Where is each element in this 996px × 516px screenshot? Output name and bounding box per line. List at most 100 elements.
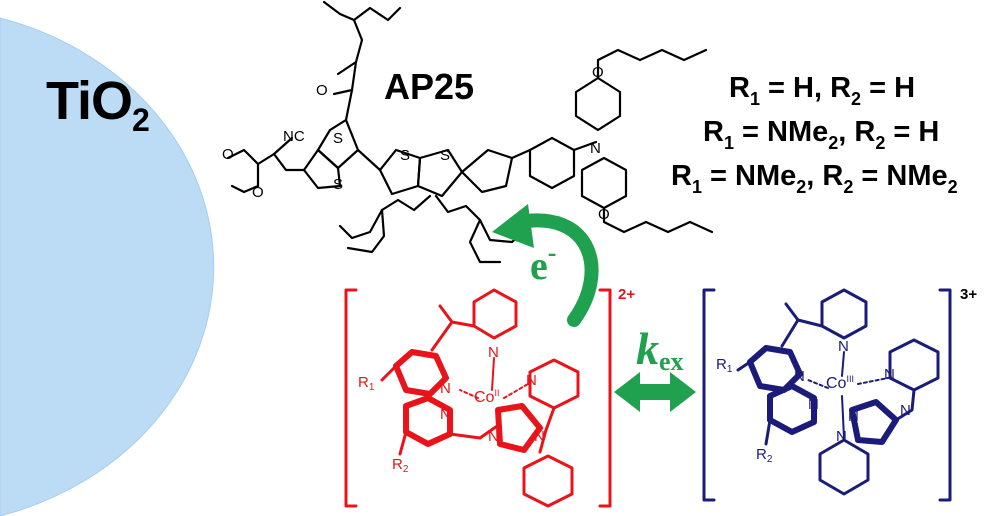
co-ii-atom-n-right: N bbox=[526, 372, 537, 389]
navy-bracket-left bbox=[702, 288, 716, 502]
substituent-line-2: R1 = NMe2, R2 = H bbox=[703, 116, 940, 153]
ap25-ketone-co bbox=[332, 88, 354, 96]
ap25-hexyloxy-a bbox=[596, 48, 708, 80]
ap25-ester-b bbox=[230, 184, 260, 194]
substituent-line-1: R1 = H, R2 = H bbox=[729, 72, 916, 109]
ap25-cyano bbox=[272, 136, 294, 156]
ap25-atom-nc: NC bbox=[283, 128, 305, 145]
co-ii-atom-n-left: N bbox=[440, 380, 451, 397]
ap25-phenyl-a bbox=[528, 136, 576, 190]
co-ii-link-down bbox=[538, 406, 556, 454]
co-ii-imidazole bbox=[495, 403, 543, 453]
co-ii-amine-link bbox=[448, 422, 502, 440]
co-ii-complex bbox=[380, 288, 580, 508]
ap25-lower-chain-d bbox=[468, 218, 502, 264]
co-iii-r2-bond bbox=[764, 418, 772, 446]
ap25-ketone-link bbox=[344, 88, 354, 122]
co-ii-atom-n-top: N bbox=[488, 344, 499, 361]
co-iii-co-n-top bbox=[841, 351, 845, 377]
co-iii-complex bbox=[736, 288, 940, 496]
ap25-ketone-bond bbox=[350, 60, 358, 92]
co-ii-pyridine-low bbox=[522, 454, 574, 508]
kex-label: kex bbox=[636, 323, 684, 376]
electron-transfer-arrow bbox=[513, 213, 599, 327]
co-ii-pyridine-left bbox=[393, 349, 449, 397]
ap25-atom-o-ester-b: O bbox=[252, 184, 264, 201]
co-ii-co-n-top bbox=[491, 357, 495, 391]
red-bracket-right bbox=[598, 288, 612, 508]
ap25-vinyl bbox=[272, 152, 306, 172]
co-ii-r2-bond bbox=[398, 430, 408, 456]
ap25-hexyloxy-b bbox=[602, 206, 714, 234]
ap25-cpdt-b bbox=[416, 148, 464, 198]
co-iii-atom-n-imidazole: N bbox=[848, 408, 859, 425]
ap25-atom-n-amine: N bbox=[590, 140, 601, 157]
co-iii-atom-n-low: N bbox=[836, 428, 847, 445]
co-ii-atom-n-imidazole: N bbox=[534, 428, 545, 445]
substituent-line-3: R1 = NMe2, R2 = NMe2 bbox=[671, 160, 958, 197]
electron-label: e- bbox=[530, 238, 557, 288]
co-iii-methine bbox=[780, 318, 824, 348]
ap25-thiophene-b bbox=[302, 148, 342, 190]
ap25-ester bbox=[226, 148, 276, 166]
co-iii-atom-n-right: N bbox=[884, 366, 895, 383]
co-iii-atom-n-left: N bbox=[794, 368, 805, 385]
co-ii-co-n-right bbox=[503, 383, 529, 399]
ap25-top-chain-b bbox=[322, 0, 356, 22]
kex-double-arrow bbox=[614, 372, 696, 412]
co-iii-pyridine-low bbox=[818, 438, 870, 496]
tio2-label: TiO2 bbox=[46, 71, 150, 138]
ap25-atom-s-a: S bbox=[333, 130, 344, 147]
co-iii-atom-n-amine: N bbox=[900, 402, 911, 419]
co-ii-r1-bond bbox=[380, 364, 398, 382]
co-ii-methyl bbox=[438, 304, 454, 324]
ap25-atom-o-ester-a: O bbox=[222, 146, 234, 163]
ap25-lower-chain-b bbox=[346, 208, 386, 254]
charge-2plus-label: 2+ bbox=[618, 286, 636, 303]
ap25-atom-o-ketone: O bbox=[316, 82, 328, 99]
co-iii-pyridine-left bbox=[747, 345, 803, 393]
co-iii-co-n-right bbox=[857, 377, 889, 385]
co-iii-metal-label: CoIII bbox=[826, 374, 854, 392]
ap25-atom-s-c: S bbox=[400, 147, 411, 164]
co-iii-r2-label: R2 bbox=[756, 446, 773, 465]
ap25-atom-s-b: S bbox=[333, 176, 344, 193]
tio2-particle bbox=[0, 17, 215, 516]
ap25-atom-s-d: S bbox=[440, 147, 451, 164]
co-iii-methyl bbox=[784, 302, 800, 322]
co-ii-pyridine-right bbox=[528, 358, 580, 410]
co-ii-r2-label: R2 bbox=[392, 456, 409, 475]
co-iii-pyridine-right bbox=[888, 338, 940, 392]
co-ii-pyridine-top bbox=[472, 288, 518, 340]
co-ii-metal-label: CoII bbox=[474, 388, 500, 406]
co-iii-r1-bond bbox=[736, 360, 752, 372]
co-ii-co-n-left bbox=[459, 389, 479, 399]
co-iii-r1-label: R1 bbox=[716, 356, 733, 375]
co-iii-co-n-bottom bbox=[841, 395, 845, 439]
co-iii-co-n-left bbox=[807, 379, 829, 389]
co-ii-methine bbox=[430, 320, 476, 352]
co-iii-atom-n-top: N bbox=[838, 338, 849, 355]
ap25-phenyl-link bbox=[510, 148, 532, 160]
electron-transfer-arrowhead bbox=[492, 204, 534, 248]
co-iii-link-right bbox=[894, 388, 916, 422]
charge-3plus-label: 3+ bbox=[960, 286, 978, 303]
ap25-bridge-a bbox=[356, 148, 382, 172]
ap25-cpdt-c bbox=[460, 148, 514, 194]
ap25-n-link bbox=[572, 140, 598, 152]
co-iii-pyridine-top bbox=[820, 288, 868, 340]
co-ii-atom-n-amine: N bbox=[488, 428, 499, 445]
co-ii-atom-n-bottom: N bbox=[440, 406, 451, 423]
co-ii-r1-label: R1 bbox=[358, 374, 375, 393]
ap25-atom-o-ether-b: O bbox=[598, 206, 610, 223]
co-iii-imidazole bbox=[849, 399, 899, 445]
ap25-top-chain-a bbox=[352, 6, 402, 42]
navy-bracket-right bbox=[938, 288, 952, 502]
red-bracket-left bbox=[344, 288, 358, 508]
co-iii-atom-n-bottom: N bbox=[808, 396, 819, 413]
dye-name-label: AP25 bbox=[384, 66, 475, 107]
